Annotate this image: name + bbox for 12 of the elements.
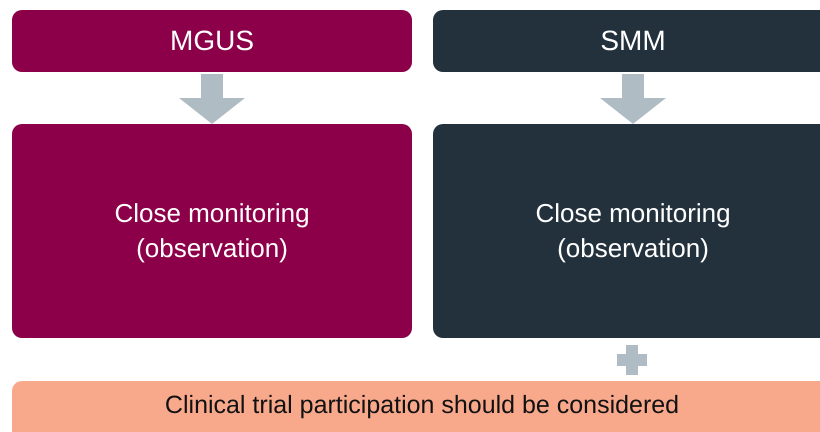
process-box [433,124,820,338]
node-label: MGUS [170,24,254,58]
node-label: Close monitoring (observation) [113,196,311,265]
block-arrow [179,74,245,124]
process-box [12,124,412,338]
block-arrow [600,74,666,124]
banner-box [12,381,820,432]
node-label: Close monitoring (observation) [534,196,732,265]
header-box [433,10,820,72]
node-label: Clinical trial participation should be considered [164,390,680,422]
header-box [12,10,412,72]
node-label: SMM [600,24,666,58]
